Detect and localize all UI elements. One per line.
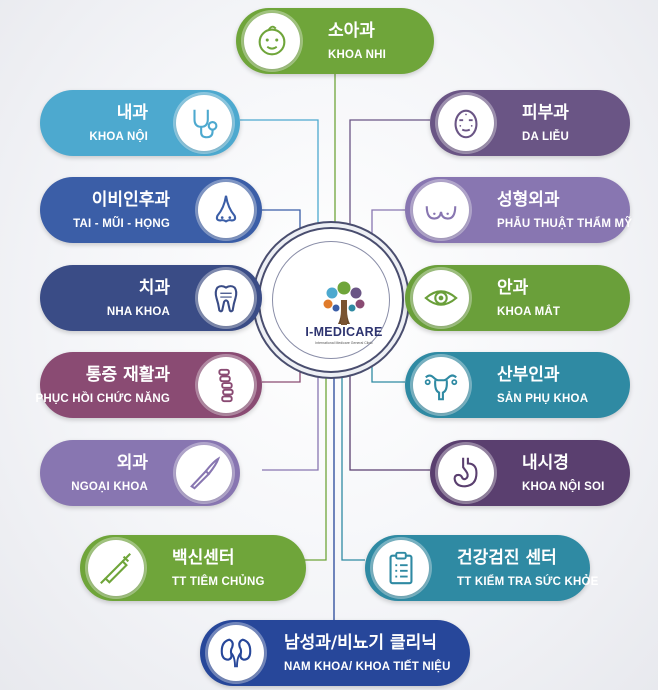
dept-vaccine[interactable]: 백신센터 TT TIÊM CHỦNG — [80, 535, 306, 601]
dept-urology[interactable]: 남성과/비뇨기 클리닉 NAM KHOA/ KHOA TIẾT NIỆU — [200, 620, 470, 686]
dept-vi-label: TT TIÊM CHỦNG — [172, 575, 265, 588]
breast-icon — [425, 206, 457, 220]
dept-vi-label: TT KIỂM TRA SỨC KHỎE — [457, 575, 599, 588]
dept-ko-label: 이비인후과 — [91, 189, 170, 210]
dept-ko-label: 내시경 — [522, 452, 569, 473]
breast-icon-circle — [413, 182, 469, 238]
dept-ko-label: 통증 재활과 — [85, 364, 170, 385]
center-logo-inner-ring: I-MEDICARE International Medicare Genera… — [272, 241, 390, 359]
dept-vi-label: DA LIỄU — [522, 130, 569, 143]
kidney-icon-circle — [208, 625, 264, 681]
dept-internal[interactable]: 내과 KHOA NỘI — [40, 90, 240, 156]
dept-ko-label: 외과 — [116, 452, 148, 473]
baby-icon — [258, 25, 286, 56]
dept-vi-label: SẢN PHỤ KHOA — [497, 392, 589, 405]
dept-ko-label: 안과 — [497, 277, 529, 298]
spine-icon — [218, 368, 234, 403]
stomach-icon-circle — [438, 445, 494, 501]
dept-gastro[interactable]: 내시경 KHOA NỘI SOI — [430, 440, 630, 506]
scalpel-icon-circle — [176, 445, 232, 501]
dept-rehab[interactable]: 통증 재활과 PHỤC HỒI CHỨC NĂNG — [35, 352, 262, 418]
clipboard-icon — [389, 551, 413, 585]
dept-ko-label: 피부과 — [522, 102, 569, 123]
stethoscope-icon — [193, 109, 218, 139]
dept-pediatrics[interactable]: 소아과 KHOA NHI — [236, 8, 434, 74]
dept-vi-label: PHẪU THUẬT THẨM MỸ — [497, 217, 633, 230]
brand-tagline: International Medicare General Clinic — [315, 341, 373, 345]
clipboard-icon-circle — [373, 540, 429, 596]
dept-dermatology[interactable]: 피부과 DA LIỄU — [430, 90, 630, 156]
dept-ko-label: 건강검진 센터 — [457, 547, 557, 568]
nose-icon-circle — [198, 182, 254, 238]
tooth-icon — [214, 285, 238, 313]
syringe-icon-circle — [88, 540, 144, 596]
uterus-icon-circle — [413, 357, 469, 413]
face-mask-icon — [454, 109, 478, 139]
nose-icon — [215, 195, 237, 223]
scalpel-icon — [190, 456, 221, 490]
tooth-icon-circle — [198, 270, 254, 326]
baby-icon-circle — [244, 13, 300, 69]
dept-eye[interactable]: 안과 KHOA MẮT — [405, 265, 630, 331]
dept-ko-label: 소아과 — [328, 20, 375, 41]
dept-ko-label: 백신센터 — [172, 547, 235, 568]
stethoscope-icon-circle — [176, 95, 232, 151]
spine-icon-circle — [198, 357, 254, 413]
eye-icon-circle — [413, 270, 469, 326]
dept-vi-label: KHOA NỘI SOI — [522, 480, 605, 493]
syringe-icon — [100, 553, 131, 584]
dept-ko-label: 성형외과 — [497, 189, 560, 210]
dept-ko-label: 산부인과 — [497, 364, 560, 385]
dept-dental[interactable]: 치과 NHA KHOA — [40, 265, 262, 331]
brand-name: I-MEDICARE — [305, 325, 383, 339]
center-logo-hub: I-MEDICARE International Medicare Genera… — [258, 227, 404, 373]
dept-plastic[interactable]: 성형외과 PHẪU THUẬT THẨM MỸ — [405, 177, 633, 243]
dept-vi-label: NGOẠI KHOA — [71, 480, 148, 493]
dept-vi-label: NAM KHOA/ KHOA TIẾT NIỆU — [284, 660, 451, 673]
stomach-icon — [453, 457, 478, 488]
tree-logo-icon — [323, 281, 365, 325]
dept-ko-label: 치과 — [138, 277, 170, 298]
dept-obgyn[interactable]: 산부인과 SẢN PHỤ KHOA — [405, 352, 630, 418]
dept-vi-label: PHỤC HỒI CHỨC NĂNG — [35, 392, 170, 405]
dept-ko-label: 남성과/비뇨기 클리닉 — [284, 632, 437, 653]
uterus-icon — [424, 374, 458, 401]
eye-icon — [424, 290, 458, 306]
dept-ent[interactable]: 이비인후과 TAI - MŨI - HỌNG — [40, 177, 262, 243]
dept-surgery[interactable]: 외과 NGOẠI KHOA — [40, 440, 240, 506]
kidney-icon — [220, 638, 252, 668]
dept-vi-label: KHOA MẮT — [497, 305, 561, 318]
dept-vi-label: NHA KHOA — [106, 305, 170, 318]
dept-vi-label: TAI - MŨI - HỌNG — [73, 217, 170, 230]
dept-vi-label: KHOA NHI — [328, 48, 387, 61]
dept-checkup[interactable]: 건강검진 센터 TT KIỂM TRA SỨC KHỎE — [365, 535, 598, 601]
dept-vi-label: KHOA NỘI — [89, 130, 148, 143]
dept-ko-label: 내과 — [116, 102, 148, 123]
face-mask-icon-circle — [438, 95, 494, 151]
